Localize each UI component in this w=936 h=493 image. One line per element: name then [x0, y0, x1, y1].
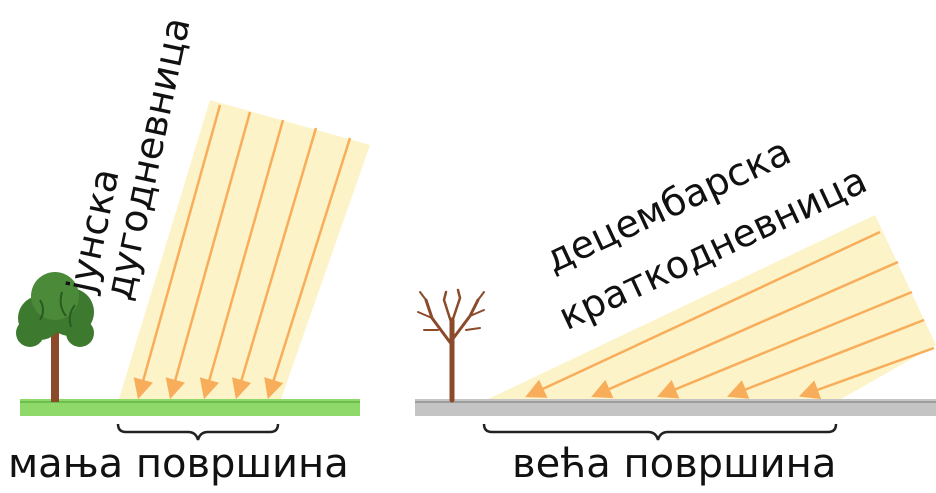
summer-sun-beam — [118, 100, 370, 402]
summer-rays — [133, 104, 352, 400]
winter-ray — [657, 290, 913, 399]
winter-ray — [798, 346, 935, 400]
bare-tree-icon — [417, 288, 485, 403]
summer-caption: мања површина — [8, 441, 349, 487]
summer-ray — [133, 104, 222, 400]
winter-ground — [415, 399, 936, 416]
summer-ground — [20, 399, 360, 416]
summer-ray — [264, 137, 352, 400]
winter-brace — [482, 423, 838, 441]
summer-brace — [116, 423, 280, 441]
winter-rays — [525, 230, 935, 400]
summer-ray — [165, 111, 252, 400]
winter-ray — [727, 318, 925, 399]
leafy-tree-icon — [16, 272, 94, 402]
winter-ray — [525, 230, 881, 398]
winter-caption: већа површина — [512, 441, 837, 487]
summer-ray — [231, 127, 318, 400]
summer-panel: јунска дугодневница — [16, 13, 370, 441]
winter-panel: децембарска краткодневница — [415, 129, 936, 441]
summer-ray — [199, 119, 285, 400]
winter-sun-beam — [482, 215, 936, 402]
winter-ray — [591, 260, 899, 399]
